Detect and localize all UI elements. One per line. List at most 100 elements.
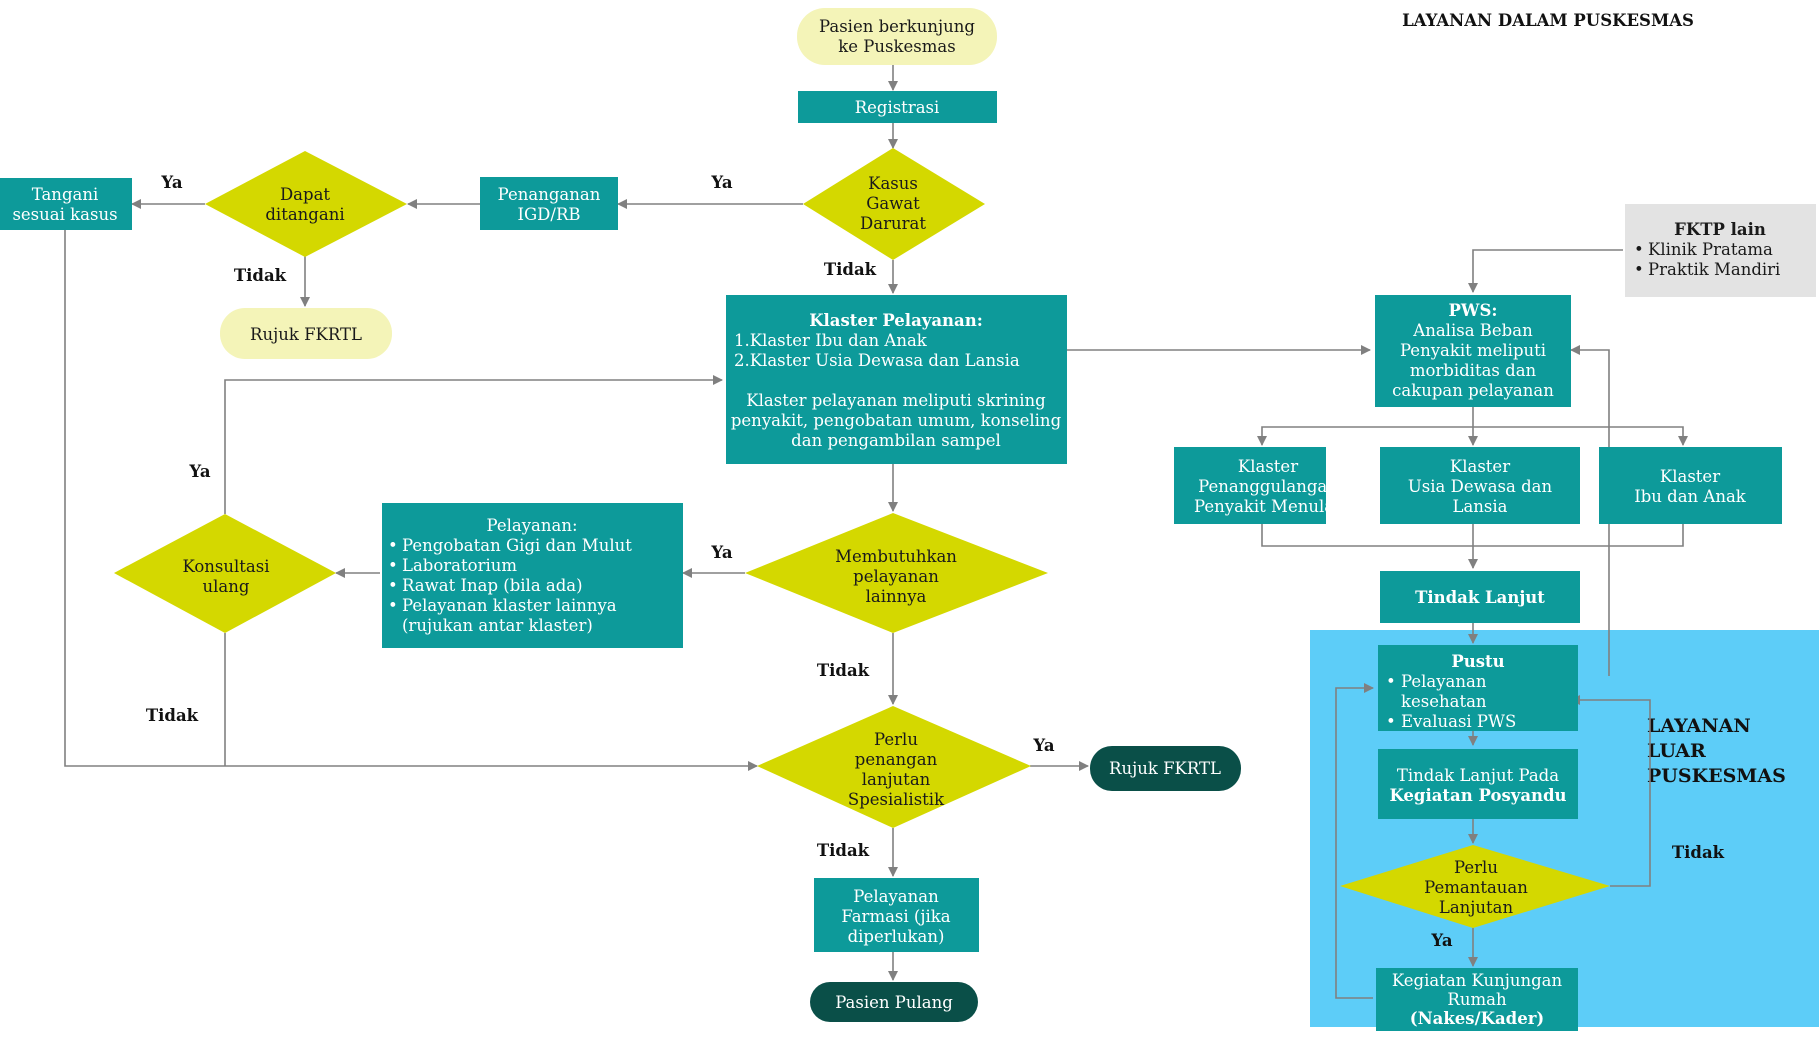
svg-text:ditangani: ditangani — [265, 205, 344, 224]
svg-text:kesehatan: kesehatan — [1401, 692, 1487, 711]
svg-text:lanjutan: lanjutan — [862, 770, 931, 789]
svg-text:Rujuk FKRTL: Rujuk FKRTL — [1109, 759, 1221, 778]
svg-text:penyakit, pengobatan umum, kon: penyakit, pengobatan umum, konseling — [731, 411, 1062, 430]
node-pulang: Pasien Pulang — [810, 982, 978, 1022]
svg-text:Klaster Pelayanan:: Klaster Pelayanan: — [809, 311, 983, 330]
label-ya-membutuhkan: Ya — [710, 543, 732, 562]
diagram-title: LAYANAN DALAM PUSKESMAS — [1402, 11, 1694, 30]
label-ya-dapat: Ya — [160, 173, 182, 192]
svg-text:Pengobatan Gigi dan Mulut: Pengobatan Gigi dan Mulut — [402, 536, 632, 555]
svg-text:FKTP lain: FKTP lain — [1674, 220, 1766, 239]
svg-text:•: • — [1634, 260, 1644, 279]
svg-text:ulang: ulang — [203, 577, 250, 596]
svg-text:Pasien Pulang: Pasien Pulang — [835, 993, 953, 1012]
outside-title-1: LAYANAN — [1647, 715, 1751, 737]
svg-text:morbiditas dan: morbiditas dan — [1410, 361, 1537, 380]
svg-text:Perlu: Perlu — [874, 730, 918, 749]
outside-title-2: LUAR — [1647, 740, 1706, 762]
node-posyandu: Tindak Lanjut Pada Kegiatan Posyandu — [1378, 749, 1578, 819]
svg-text:•: • — [388, 536, 398, 555]
svg-text:Lanjutan: Lanjutan — [1439, 898, 1514, 917]
svg-text:(Nakes/Kader): (Nakes/Kader) — [1410, 1009, 1544, 1028]
node-kunjungan: Kegiatan Kunjungan Rumah (Nakes/Kader) — [1376, 968, 1578, 1031]
svg-text:Rumah: Rumah — [1447, 990, 1507, 1009]
node-klaster-dewasa: Klaster Usia Dewasa dan Lansia — [1380, 447, 1580, 524]
node-pws: PWS: Analisa Beban Penyakit meliputi mor… — [1375, 295, 1571, 407]
svg-text:sesuai kasus: sesuai kasus — [12, 205, 117, 224]
node-pustu: Pustu • Pelayanan kesehatan • Evaluasi P… — [1378, 645, 1578, 731]
svg-text:Klaster: Klaster — [1660, 467, 1720, 486]
svg-text:penangan: penangan — [855, 750, 938, 769]
svg-text:Registrasi: Registrasi — [855, 98, 940, 117]
label-ya-pemantauan: Ya — [1430, 931, 1452, 950]
svg-text:ke Puskesmas: ke Puskesmas — [838, 37, 955, 56]
svg-text:Penanganan: Penanganan — [498, 185, 601, 204]
svg-text:Kegiatan Kunjungan: Kegiatan Kunjungan — [1392, 971, 1563, 990]
svg-text:Spesialistik: Spesialistik — [848, 790, 945, 809]
svg-text:Analisa Beban: Analisa Beban — [1412, 321, 1533, 340]
node-konsultasi: Konsultasi ulang — [114, 514, 336, 633]
svg-text:Pustu: Pustu — [1451, 652, 1504, 671]
node-tindak-lanjut: Tindak Lanjut — [1380, 571, 1580, 623]
svg-text:Usia Dewasa dan: Usia Dewasa dan — [1408, 477, 1553, 496]
svg-text:(rujukan antar klaster): (rujukan antar klaster) — [402, 616, 593, 635]
svg-text:lainnya: lainnya — [866, 587, 927, 606]
svg-text:Praktik Mandiri: Praktik Mandiri — [1648, 260, 1780, 279]
svg-text:Dapat: Dapat — [280, 185, 330, 204]
label-ya-konsultasi: Ya — [188, 462, 210, 481]
svg-text:Kasus: Kasus — [868, 174, 918, 193]
node-pelayanan-lain: Pelayanan: • Pengobatan Gigi dan Mulut •… — [382, 503, 683, 648]
svg-text:Pelayanan: Pelayanan — [853, 887, 939, 906]
svg-text:IGD/RB: IGD/RB — [517, 205, 580, 224]
node-klaster-ibu: Klaster Ibu dan Anak — [1599, 447, 1782, 524]
svg-text:Lansia: Lansia — [1452, 497, 1507, 516]
label-tidak-spesialis: Tidak — [817, 841, 870, 860]
svg-text:Evaluasi PWS: Evaluasi PWS — [1401, 712, 1516, 731]
node-rujuk-1: Rujuk FKRTL — [220, 308, 392, 359]
label-tidak-konsultasi: Tidak — [146, 706, 199, 725]
svg-text:1.Klaster Ibu dan Anak: 1.Klaster Ibu dan Anak — [734, 331, 928, 350]
svg-text:Pelayanan: Pelayanan — [1401, 672, 1487, 691]
svg-text:Pemantauan: Pemantauan — [1424, 878, 1528, 897]
outside-title-3: PUSKESMAS — [1647, 765, 1786, 787]
svg-text:PWS:: PWS: — [1449, 301, 1498, 320]
label-tidak-dapat: Tidak — [234, 266, 287, 285]
svg-text:dan pengambilan sampel: dan pengambilan sampel — [791, 431, 1001, 450]
node-perlu-spesialis: Perlu penangan lanjutan Spesialistik — [757, 706, 1031, 828]
svg-text:Pasien berkunjung: Pasien berkunjung — [819, 17, 975, 36]
svg-text:Penanggulangan: Penanggulangan — [1198, 477, 1338, 496]
node-igd: Penanganan IGD/RB — [480, 177, 618, 230]
svg-text:Rawat Inap (bila ada): Rawat Inap (bila ada) — [402, 576, 583, 595]
svg-text:Pelayanan klaster lainnya: Pelayanan klaster lainnya — [402, 596, 617, 615]
node-tangani: Tangani sesuai kasus — [0, 178, 132, 230]
node-registrasi: Registrasi — [798, 91, 997, 123]
node-farmasi: Pelayanan Farmasi (jika diperlukan) — [814, 878, 979, 952]
node-dapat: Dapat ditangani — [205, 151, 407, 257]
node-klaster-pelayanan: Klaster Pelayanan: 1.Klaster Ibu dan Ana… — [726, 295, 1067, 464]
label-ya-gawat: Ya — [710, 173, 732, 192]
svg-text:•: • — [1386, 712, 1396, 731]
svg-text:Klinik Pratama: Klinik Pratama — [1648, 240, 1773, 259]
node-pemantauan: Perlu Pemantauan Lanjutan — [1340, 845, 1610, 928]
node-membutuhkan: Membutuhkan pelayanan lainnya — [745, 513, 1048, 633]
node-start: Pasien berkunjung ke Puskesmas — [797, 8, 997, 65]
node-rujuk-2: Rujuk FKRTL — [1090, 746, 1241, 791]
svg-text:•: • — [1386, 672, 1396, 691]
node-klaster-menular: Klaster Penanggulangan Penyakit Menular — [1174, 447, 1342, 524]
svg-text:Penyakit Menular: Penyakit Menular — [1194, 497, 1342, 516]
svg-text:diperlukan): diperlukan) — [848, 927, 945, 946]
edges — [64, 65, 1688, 999]
svg-text:•: • — [388, 596, 398, 615]
svg-text:Rujuk FKRTL: Rujuk FKRTL — [250, 325, 362, 344]
svg-text:•: • — [1634, 240, 1644, 259]
svg-text:Tangani: Tangani — [32, 185, 99, 204]
svg-text:Klaster pelayanan meliputi skr: Klaster pelayanan meliputi skrining — [746, 391, 1046, 410]
svg-text:Darurat: Darurat — [860, 214, 926, 233]
svg-text:Pelayanan:: Pelayanan: — [486, 516, 577, 535]
svg-text:Farmasi (jika: Farmasi (jika — [841, 907, 950, 926]
svg-text:Penyakit meliputi: Penyakit meliputi — [1400, 341, 1546, 360]
svg-text:Gawat: Gawat — [866, 194, 920, 213]
svg-text:Perlu: Perlu — [1454, 858, 1498, 877]
label-tidak-membutuhkan: Tidak — [817, 661, 870, 680]
